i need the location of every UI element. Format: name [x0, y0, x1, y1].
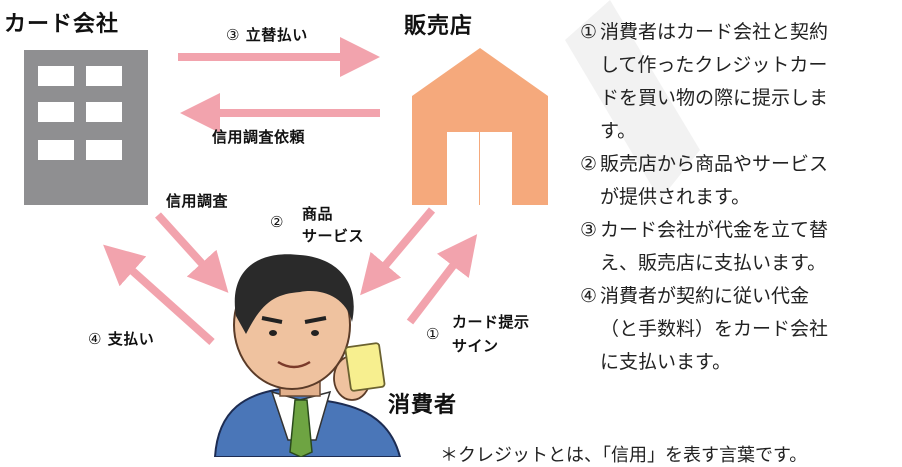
arrow-goods	[360, 207, 436, 296]
step-1: ① 消費者はカード会社と契約 して作ったクレジットカー ドを買い物の際に提示しま…	[580, 16, 902, 148]
credit-check-label: 信用調査	[166, 192, 229, 210]
consumer-title: 消費者	[388, 393, 458, 418]
arrow-payment	[103, 244, 215, 345]
card-present-num: ①	[426, 325, 440, 343]
footnote: ＊クレジットとは、「信用」を表す言葉です。	[440, 445, 808, 466]
step-3-line1: カード会社が代金を立て替	[600, 219, 829, 241]
advance-payment-text: 立替払い	[245, 26, 308, 44]
step-2: ② 販売店から商品やサービス が提供されます。	[580, 148, 902, 214]
shop-house-icon	[412, 48, 548, 205]
card-present-text-line1: カード提示	[452, 313, 530, 331]
step-1-line4: す。	[600, 120, 637, 142]
step-3-line2: え、販売店に支払います。	[600, 252, 827, 274]
goods-text-line2: サービス	[302, 227, 365, 245]
payment-text: 支払い	[107, 330, 155, 348]
step-4-line2: （と手数料）をカード会社	[600, 318, 829, 340]
step-4: ④ 消費者が契約に従い代金 （と手数料）をカード会社 に支払います。	[580, 280, 902, 379]
credit-check-request-label: 信用調査依頼	[212, 128, 306, 146]
diagram-graphics	[24, 0, 700, 457]
consumer-person-icon	[213, 254, 402, 457]
card-company-title: カード会社	[4, 12, 120, 37]
step-4-num: ④	[580, 285, 598, 307]
payment-label: ④ 支払い	[88, 328, 154, 349]
step-3-num: ③	[580, 219, 598, 241]
card-company-building-icon	[24, 50, 148, 205]
advance-payment-num: ③	[226, 26, 240, 44]
payment-num: ④	[88, 330, 102, 348]
arrow-card-present	[406, 234, 478, 325]
card-present-text-line2: サイン	[452, 337, 499, 355]
goods-num: ②	[270, 213, 284, 231]
step-4-line3: に支払います。	[600, 351, 732, 373]
step-3: ③ カード会社が代金を立て替 え、販売店に支払います。	[580, 214, 902, 280]
goods-label: ② 商品 サービス	[270, 203, 364, 247]
goods-text-line1: 商品	[302, 205, 334, 223]
shop-title: 販売店	[404, 14, 474, 39]
step-1-line3: ドを買い物の際に提示しま	[600, 87, 829, 109]
card-present-label: ① カード提示 サイン	[426, 310, 530, 358]
step-4-line1: 消費者が契約に従い代金	[600, 285, 810, 307]
advance-payment-label: ③ 立替払い	[226, 24, 308, 45]
step-1-line2: して作ったクレジットカー	[600, 54, 828, 76]
arrow-credit-check	[155, 212, 229, 293]
diagonal-band	[565, 0, 700, 200]
steps-list: ① 消費者はカード会社と契約 して作ったクレジットカー ドを買い物の際に提示しま…	[580, 16, 902, 379]
step-2-line1: 販売店から商品やサービス	[600, 153, 829, 175]
step-1-num: ①	[580, 21, 598, 43]
step-2-line2: が提供されます。	[600, 186, 751, 208]
step-1-line1: 消費者はカード会社と契約	[600, 21, 829, 43]
step-2-num: ②	[580, 153, 598, 175]
